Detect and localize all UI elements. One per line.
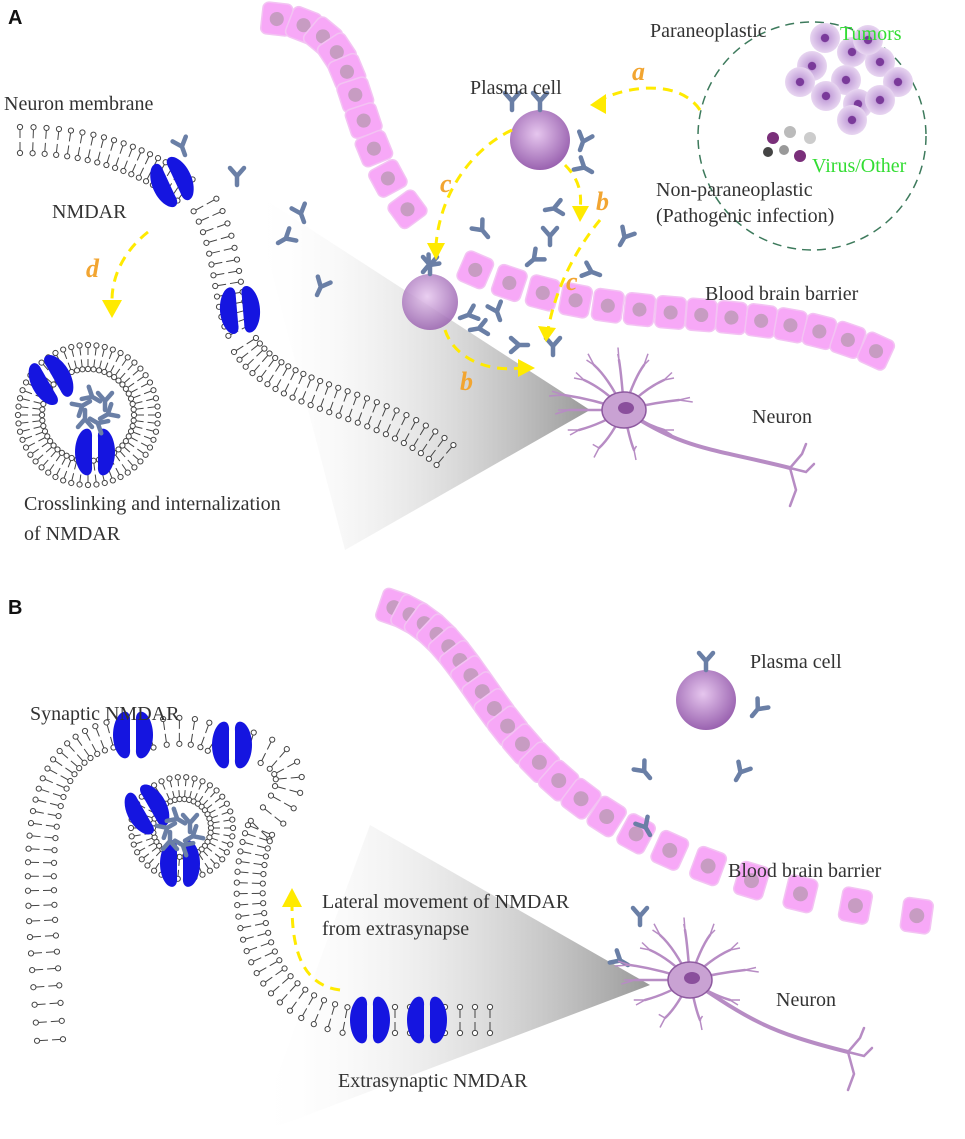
- label-neuron-b: Neuron: [776, 989, 836, 1011]
- barrier-cell: [456, 250, 495, 290]
- barrier-cell: [490, 263, 528, 303]
- synaptic-nmdar: [212, 721, 252, 769]
- barrier-cell: [336, 76, 375, 114]
- barrier-cell: [368, 158, 408, 198]
- tumor-cells: [785, 23, 913, 135]
- label-crosslinking-line1: Crosslinking and internalization: [24, 493, 281, 515]
- label-extrasynaptic-nmdar: Extrasynaptic NMDAR: [338, 1070, 528, 1092]
- barrier-cell: [650, 829, 690, 871]
- barrier-cell: [732, 860, 771, 901]
- arrow-b-right: [563, 163, 583, 211]
- step-label-c-right: c: [566, 267, 578, 296]
- label-non-paraneoplastic: Non-paraneoplastic: [656, 179, 813, 201]
- label-pathogenic-infection: (Pathogenic infection): [656, 205, 834, 227]
- label-bbb-b: Blood brain barrier: [728, 860, 882, 882]
- arrow-c-left: [434, 128, 513, 246]
- plasma-cell-a: [510, 93, 570, 170]
- plasma-cell-b: [676, 653, 768, 730]
- barrier-cell: [586, 795, 627, 838]
- panel-label-b: B: [8, 597, 22, 619]
- barrier-cell: [829, 320, 867, 360]
- label-lateral-line2: from extrasynapse: [322, 918, 469, 940]
- arrow-c-right: [546, 219, 602, 331]
- barrier-cell: [684, 297, 718, 333]
- blood-brain-barrier-b: [375, 587, 934, 935]
- nmdar-receptor: [143, 152, 201, 212]
- blood-brain-barrier-a-horizontal: [456, 250, 896, 371]
- label-bbb-a: Blood brain barrier: [705, 283, 859, 305]
- label-nmdar: NMDAR: [52, 201, 127, 223]
- arrow-d: [110, 230, 149, 301]
- arrow-d-head: [102, 300, 122, 318]
- barrier-cell: [558, 282, 594, 319]
- neuron-b: [614, 917, 874, 1092]
- label-paraneoplastic: Paraneoplastic: [650, 20, 767, 42]
- barrier-cell: [837, 886, 874, 925]
- arrow-b-right-head: [572, 206, 589, 222]
- label-plasma-cell-a: Plasma cell: [470, 77, 562, 99]
- label-crosslinking-line2: of NMDAR: [24, 523, 121, 545]
- barrier-cell: [622, 291, 657, 328]
- panel-label-a: A: [8, 7, 22, 29]
- step-label-a: a: [632, 57, 645, 86]
- arrow-a: [599, 86, 702, 111]
- step-label-d: d: [86, 254, 100, 283]
- internalized-vesicle-b: [117, 774, 237, 887]
- zoom-cone-a: [250, 190, 590, 550]
- arrow-b-left-head: [518, 359, 535, 377]
- label-synaptic-nmdar: Synaptic NMDAR: [30, 703, 180, 725]
- blood-brain-barrier-a-vertical: [259, 1, 428, 230]
- barrier-cell: [899, 896, 934, 935]
- arrow-c-right-head: [538, 326, 556, 342]
- barrier-cell: [856, 331, 896, 371]
- step-label-b-left: b: [460, 367, 473, 396]
- barrier-cell: [744, 303, 779, 339]
- barrier-cell: [354, 129, 394, 168]
- barrier-cell: [689, 845, 728, 887]
- arrow-b-left: [443, 329, 521, 371]
- barrier-cell: [524, 274, 561, 312]
- step-label-c-left: c: [440, 169, 452, 198]
- plasma-cell-migrating: [402, 257, 478, 330]
- barrier-cell: [560, 777, 602, 820]
- barrier-cell: [714, 300, 749, 336]
- label-tumors: Tumors: [840, 23, 902, 45]
- arrow-c-left-head: [427, 243, 445, 260]
- internalized-vesicle-a: [14, 341, 162, 489]
- label-plasma-cell-b: Plasma cell: [750, 651, 842, 673]
- label-virus-other: Virus/Other: [812, 155, 907, 177]
- barrier-cell: [654, 295, 688, 330]
- step-label-b-right: b: [596, 187, 609, 216]
- label-lateral-line1: Lateral movement of NMDAR: [322, 891, 570, 913]
- barrier-cell: [616, 813, 656, 855]
- virus-particles: [763, 126, 816, 162]
- label-neuron-a: Neuron: [752, 406, 812, 428]
- zoom-cone-b: [255, 825, 650, 1135]
- neuron-a: [548, 347, 816, 508]
- label-neuron-membrane: Neuron membrane: [4, 93, 154, 115]
- arrow-a-head: [590, 94, 606, 114]
- neuron-membrane-b: [24, 714, 494, 1044]
- pathogen-source-circle: [697, 21, 927, 251]
- arrow-lateral-movement: [290, 904, 341, 992]
- arrow-lateral-movement-head: [282, 888, 302, 907]
- barrier-cell: [590, 287, 625, 324]
- barrier-cell: [387, 189, 428, 230]
- barrier-cell: [782, 874, 819, 914]
